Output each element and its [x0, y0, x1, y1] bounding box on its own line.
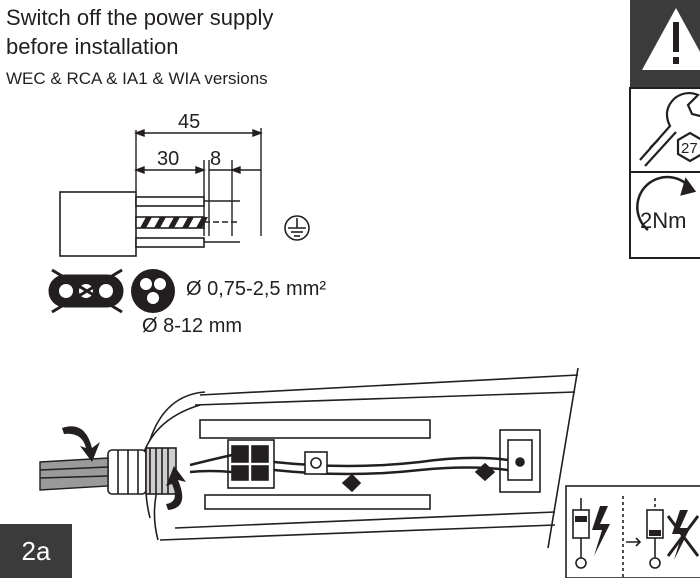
side-panel: 27	[629, 0, 700, 259]
strip-length-outer: 30	[157, 148, 180, 170]
insert-arrow-icon	[62, 426, 186, 510]
round-cable-icon	[131, 269, 175, 313]
warning-line-1: Switch off the power supply	[6, 5, 274, 30]
fuse-panel	[565, 485, 700, 578]
wrench-size: 27	[681, 140, 698, 157]
wrench-icon	[639, 91, 700, 167]
step-badge: 2a	[0, 524, 72, 578]
cable-gland	[107, 447, 177, 495]
strip-length-inner: 8	[210, 148, 222, 170]
wire-cross-section: Ø 0,75-2,5 mm²	[186, 278, 327, 300]
warning-line-2: before installation	[6, 34, 179, 59]
flat-cable-crossed-icon	[48, 268, 124, 314]
torque-arrow-icon	[636, 175, 697, 231]
incoming-cable	[39, 457, 109, 491]
dimension-lines	[134, 128, 263, 236]
strip-length-total: 45	[178, 111, 201, 133]
fuse-lightning-icon	[572, 498, 610, 569]
fuse-no-lightning-icon	[646, 498, 700, 569]
stripped-cable	[59, 191, 240, 257]
versions-label: WEC & RCA & IA1 & WIA versions	[6, 69, 268, 88]
torque-value: 2Nm	[640, 208, 687, 233]
luminaire-body	[139, 367, 579, 549]
earth-ground-icon	[284, 215, 310, 241]
cable-diameter: Ø 8-12 mm	[142, 315, 243, 337]
warning-triangle-icon	[642, 8, 700, 70]
